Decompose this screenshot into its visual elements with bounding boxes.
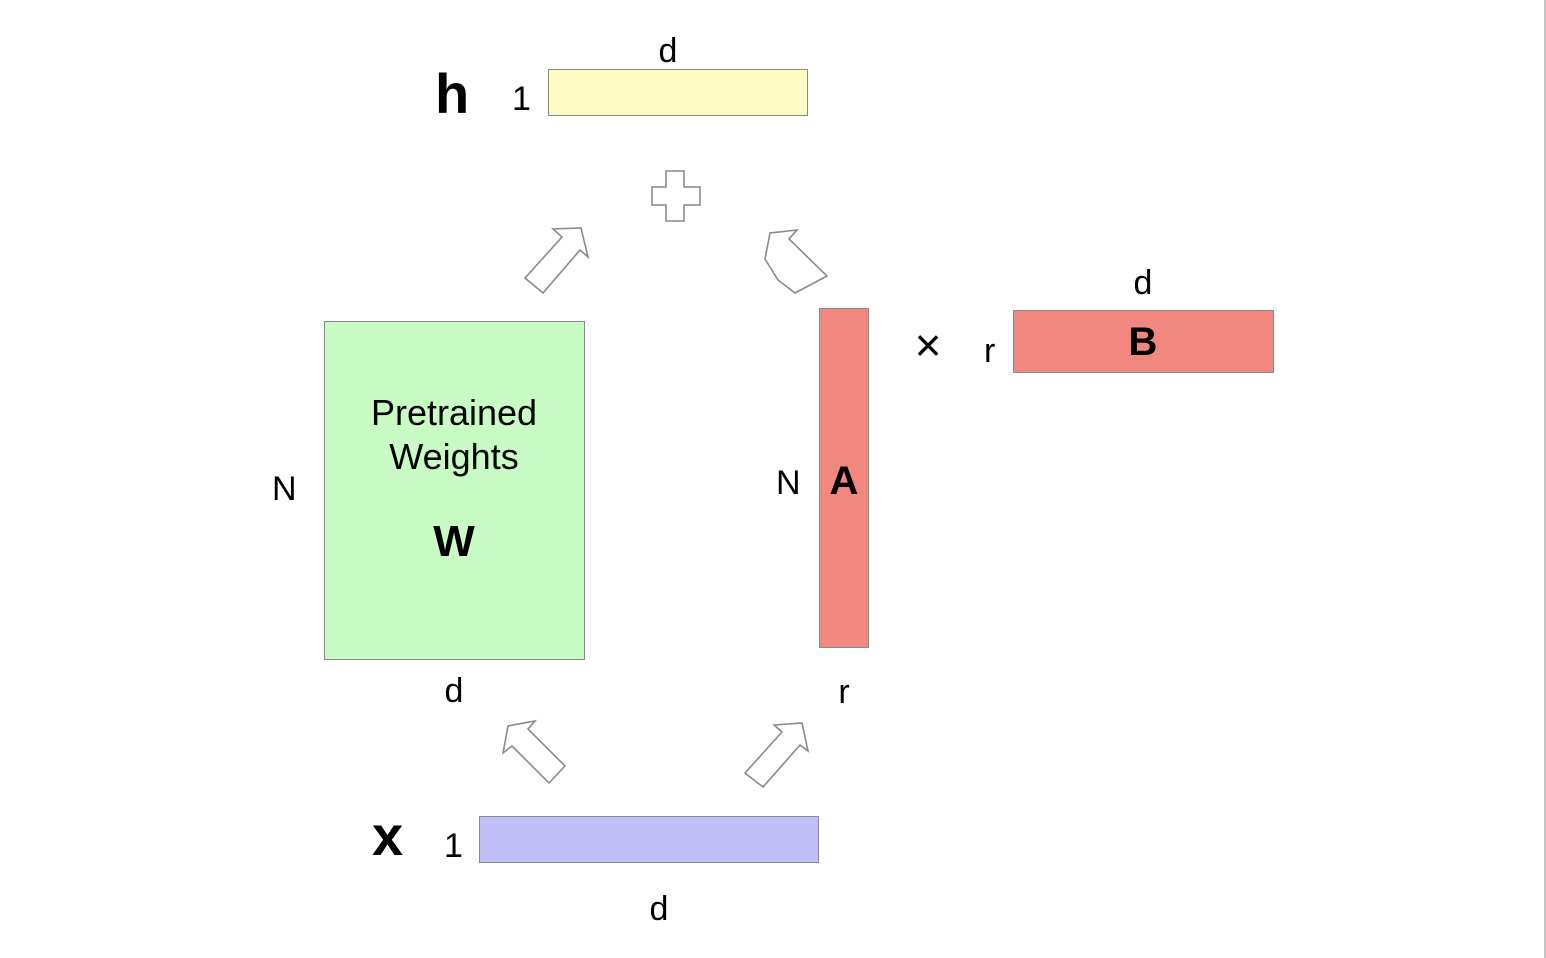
arrow-x-to-w [501,719,567,785]
b-rows-label: r [984,332,996,370]
pretrained-title-line2: Weights [389,436,519,477]
matrix-a [819,308,869,648]
h-cols-label: d [658,32,678,70]
a-cols-label: r [838,673,850,711]
h-rows-label: 1 [512,80,531,118]
arrow-ab-to-sum [764,228,829,294]
w-symbol: W [433,517,475,566]
a-symbol: A [829,459,859,503]
plus-icon [651,170,701,222]
b-symbol: B [1128,320,1158,364]
a-rows-label: N [776,464,801,502]
x-cols-label: d [649,890,669,928]
b-cols-label: d [1133,264,1153,302]
arrow-w-to-sum [523,227,590,295]
pretrained-weights-matrix [324,321,585,660]
h-symbol: h [435,62,470,125]
x-symbol: x [372,804,404,867]
x-rows-label: 1 [444,827,463,865]
right-edge-divider [1544,0,1546,958]
w-rows-label: N [272,470,297,508]
arrow-x-to-a [743,722,810,789]
h-output-vector [548,69,808,116]
w-cols-label: d [444,672,464,710]
matrix-b [1013,310,1274,373]
x-input-vector [479,816,819,863]
pretrained-title-line1: Pretrained [370,392,538,433]
multiply-icon: × [914,319,942,371]
